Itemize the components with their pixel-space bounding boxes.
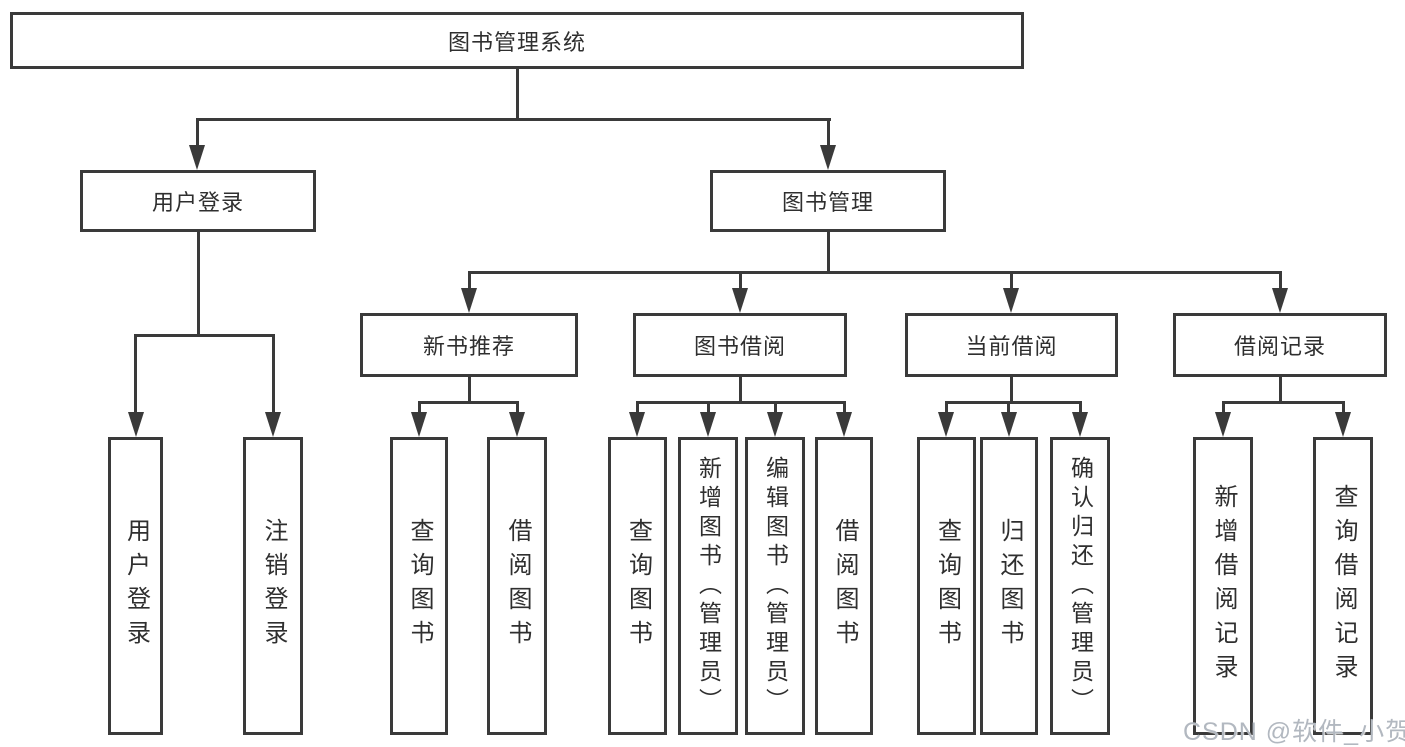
arrow-down-icon [767,412,783,437]
connector-line [1342,401,1345,415]
leaf-newbook-borrow-books: 借阅图书 [487,437,547,735]
connector-line [134,334,275,337]
connector-line [196,118,831,121]
connector-line [1279,377,1282,404]
leaf-current-query-books: 查询图书 [917,437,976,735]
node-borrow-module: 图书借阅 [633,313,847,377]
connector-line [843,401,846,415]
leaf-newbook-query-books: 查询图书 [390,437,448,735]
connector-line [739,377,742,404]
arrow-down-icon [700,412,716,437]
leaf-borrow-query-books: 查询图书 [608,437,667,735]
connector-line [196,118,199,148]
arrow-down-icon [461,288,477,313]
arrow-down-icon [265,412,281,437]
leaf-borrow-borrow-books: 借阅图书 [815,437,873,735]
connector-line [468,271,471,291]
connector-line [1079,401,1082,415]
connector-line [827,118,830,148]
arrow-down-icon [629,412,645,437]
connector-line [197,232,200,336]
arrow-down-icon [836,412,852,437]
connector-line [134,334,137,414]
arrow-down-icon [820,145,836,170]
leaf-logout: 注销登录 [243,437,303,735]
arrow-down-icon [1215,412,1231,437]
connector-line [418,401,519,404]
connector-line [516,69,519,120]
connector-line [945,401,948,415]
arrow-down-icon [1335,412,1351,437]
arrow-down-icon [732,288,748,313]
connector-line [707,401,710,415]
connector-line [827,232,830,274]
connector-line [468,271,1282,274]
node-new-book-module: 新书推荐 [360,313,578,377]
connector-line [636,401,846,404]
leaf-user-login: 用户登录 [108,437,163,735]
connector-line [1279,271,1282,291]
arrow-down-icon [1003,288,1019,313]
node-current-borrow-module: 当前借阅 [905,313,1118,377]
connector-line [418,401,421,415]
leaf-records-add-record: 新增借阅记录 [1193,437,1253,735]
leaf-borrow-edit-books-admin: 编辑图书（管理员） [745,437,805,735]
leaf-records-query-record: 查询借阅记录 [1313,437,1373,735]
node-root: 图书管理系统 [10,12,1024,69]
arrow-down-icon [189,145,205,170]
connector-line [739,271,742,291]
arrow-down-icon [1272,288,1288,313]
node-book-management-branch: 图书管理 [710,170,946,232]
connector-line [774,401,777,415]
connector-line [468,377,471,404]
connector-line [1010,271,1013,291]
connector-line [945,401,1082,404]
arrow-down-icon [1001,412,1017,437]
node-borrow-records-module: 借阅记录 [1173,313,1387,377]
connector-line [272,334,275,414]
arrow-down-icon [411,412,427,437]
connector-line [1222,401,1225,415]
leaf-borrow-add-books-admin: 新增图书（管理员） [678,437,738,735]
connector-line [1007,401,1010,415]
leaf-current-return-books: 归还图书 [980,437,1038,735]
arrow-down-icon [1072,412,1088,437]
connector-line [1222,401,1345,404]
connector-line [636,401,639,415]
csdn-watermark: CSDN @软件_小贺同学 [1183,718,1405,746]
arrow-down-icon [509,412,525,437]
connector-line [1010,377,1013,404]
node-user-login-branch: 用户登录 [80,170,316,232]
arrow-down-icon [938,412,954,437]
arrow-down-icon [128,412,144,437]
leaf-current-confirm-return-admin: 确认归还（管理员） [1050,437,1110,735]
connector-line [516,401,519,415]
